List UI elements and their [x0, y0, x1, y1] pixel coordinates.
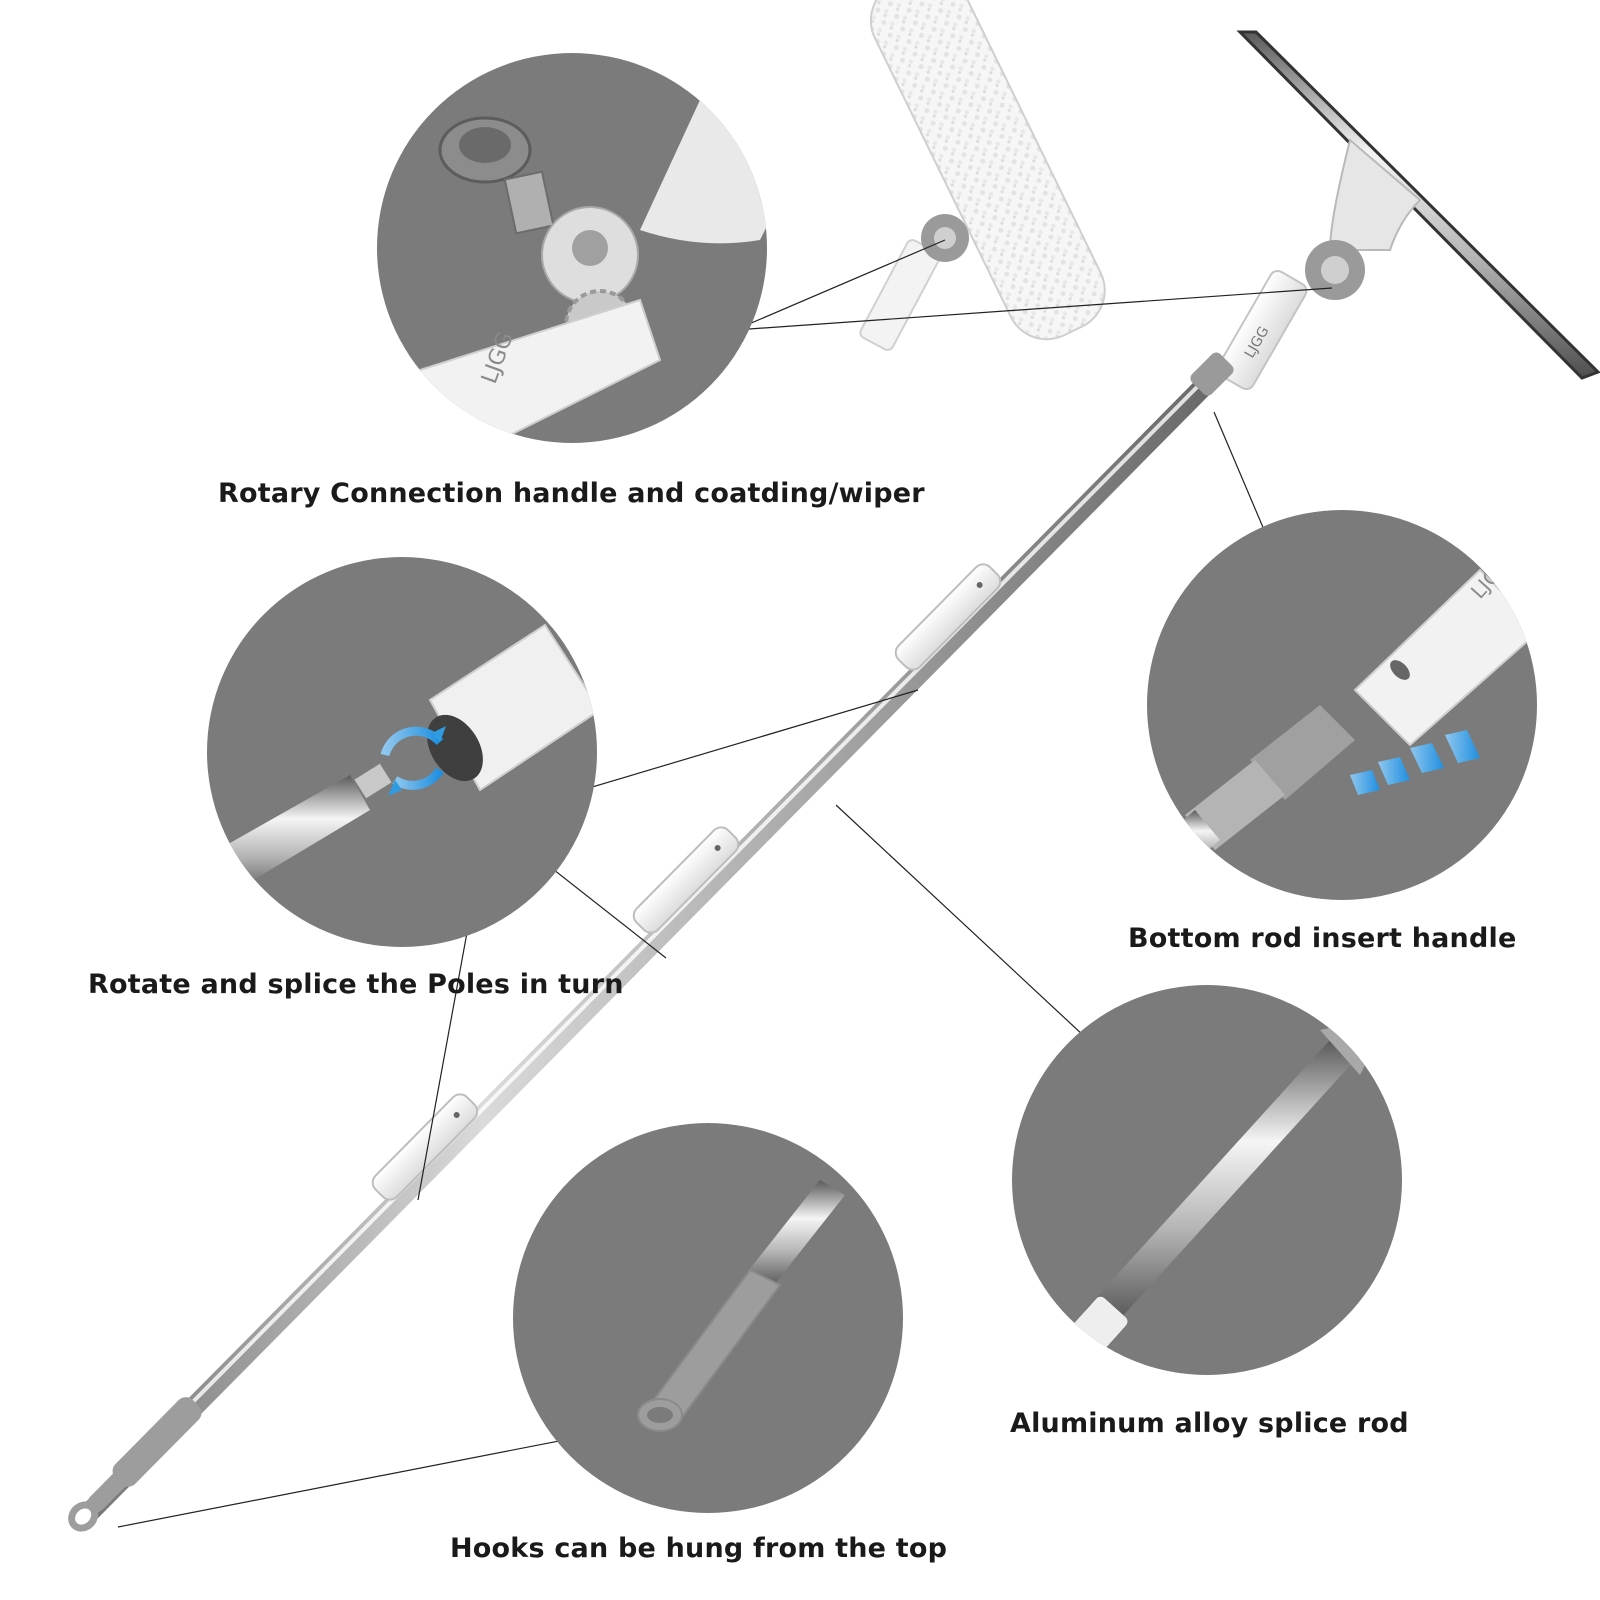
detail-alloy-splice-rod	[1012, 985, 1402, 1375]
detail-bottom-rod-insert: LJGG	[1147, 510, 1537, 900]
caption-hooks: Hooks can be hung from the top	[450, 1533, 948, 1564]
pole-connector-top	[894, 563, 1002, 671]
microfiber-scrubber	[859, 0, 1106, 351]
squeegee-head: LJGG	[1190, 30, 1600, 396]
caption-alloy-rod: Aluminum alloy splice rod	[1010, 1408, 1409, 1439]
detail-rotate-splice	[207, 557, 597, 947]
caption-bottom-rod: Bottom rod insert handle	[1128, 923, 1517, 954]
detail-hook	[513, 1123, 903, 1513]
caption-rotary-connection: Rotary Connection handle and coatding/wi…	[218, 478, 925, 509]
detail-rotary-connection: LJGG	[377, 53, 767, 443]
pole-connector-middle	[632, 826, 740, 934]
chevron-arrows-icon	[1350, 730, 1480, 795]
pole-connector-bottom	[371, 1093, 479, 1201]
caption-rotate-splice: Rotate and splice the Poles in turn	[88, 969, 624, 1000]
rotate-arrows-icon	[380, 726, 446, 796]
hanging-hook-grip	[68, 1397, 202, 1532]
